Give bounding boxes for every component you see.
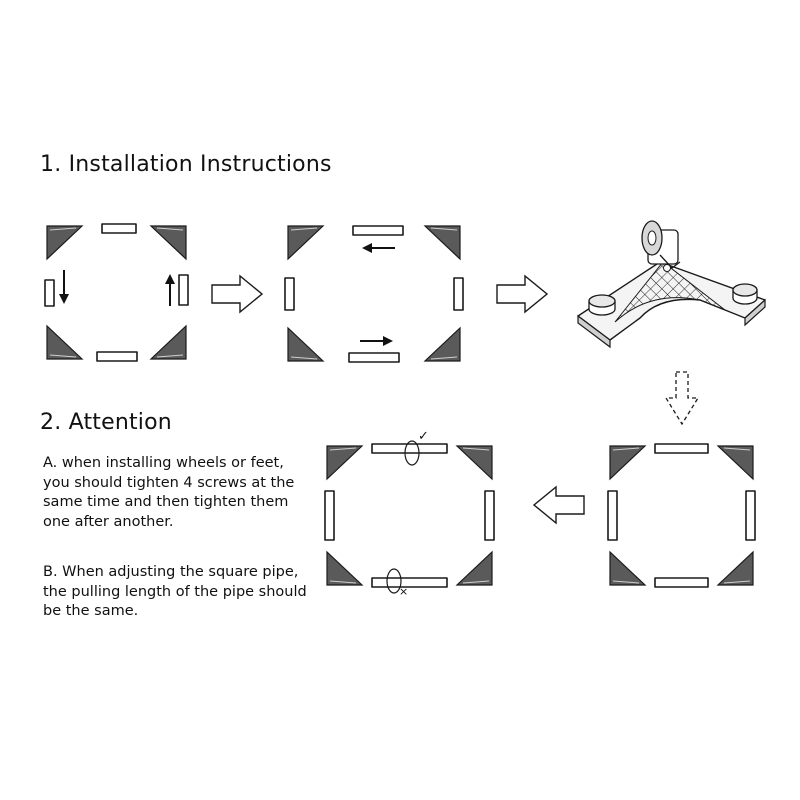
corner-bracket-icon <box>602 535 662 593</box>
square-pipe <box>348 352 400 363</box>
correct-mark: ✓ <box>418 429 429 444</box>
square-pipe <box>44 279 55 307</box>
corner-bracket-icon <box>408 311 468 369</box>
pipe-joint-highlight <box>386 568 402 594</box>
arrow-left-icon <box>362 243 395 253</box>
square-pipe <box>371 443 448 454</box>
arrow-right-icon <box>496 274 549 314</box>
wheel-caster-icon <box>641 220 681 272</box>
attention-note-b: B. When adjusting the square pipe, the p… <box>43 564 307 619</box>
corner-bracket-icon <box>319 438 379 496</box>
incorrect-mark: × <box>399 585 408 598</box>
step2-frame <box>280 218 468 369</box>
corner-bracket-icon <box>408 218 468 276</box>
corner-bracket-icon <box>280 218 340 276</box>
square-pipe <box>371 577 448 588</box>
corner-bracket-icon <box>134 218 194 276</box>
attention-note-a: A. when installing wheels or feet, you s… <box>43 455 295 530</box>
arrow-up-icon <box>165 274 175 306</box>
corner-bracket-icon <box>319 535 379 593</box>
square-pipe <box>484 490 495 541</box>
step4-frame <box>602 438 761 593</box>
corner-bracket-icon <box>39 218 99 276</box>
corner-bracket-icon <box>280 311 340 369</box>
arrow-left-icon <box>532 485 585 525</box>
square-pipe <box>324 490 335 541</box>
square-pipe <box>352 225 404 236</box>
attention-heading: 2. Attention <box>40 410 172 435</box>
wheel-corner-illustration <box>577 220 766 349</box>
corner-bracket-icon <box>39 309 99 367</box>
step1-frame <box>39 218 194 367</box>
arrow-right-icon <box>211 274 264 314</box>
pipe-joint-highlight <box>404 440 420 466</box>
corner-bracket-icon <box>701 438 761 496</box>
arrow-down-icon <box>59 270 69 304</box>
square-pipe <box>607 490 618 541</box>
square-pipe <box>745 490 756 541</box>
corner-bracket-icon <box>440 535 500 593</box>
corner-bracket-icon <box>134 309 194 367</box>
installation-heading: 1. Installation Instructions <box>40 152 332 177</box>
square-pipe <box>284 277 295 311</box>
square-pipe <box>654 443 709 454</box>
square-pipe <box>96 351 138 362</box>
square-pipe <box>654 577 709 588</box>
corner-bracket-icon <box>440 438 500 496</box>
square-pipe <box>178 274 189 306</box>
corner-bracket-icon <box>602 438 662 496</box>
square-pipe <box>101 223 137 234</box>
arrow-down-icon <box>664 371 700 426</box>
corner-bracket-icon <box>701 535 761 593</box>
square-pipe <box>453 277 464 311</box>
step5-frame <box>319 438 500 593</box>
arrow-right-icon <box>360 336 393 346</box>
